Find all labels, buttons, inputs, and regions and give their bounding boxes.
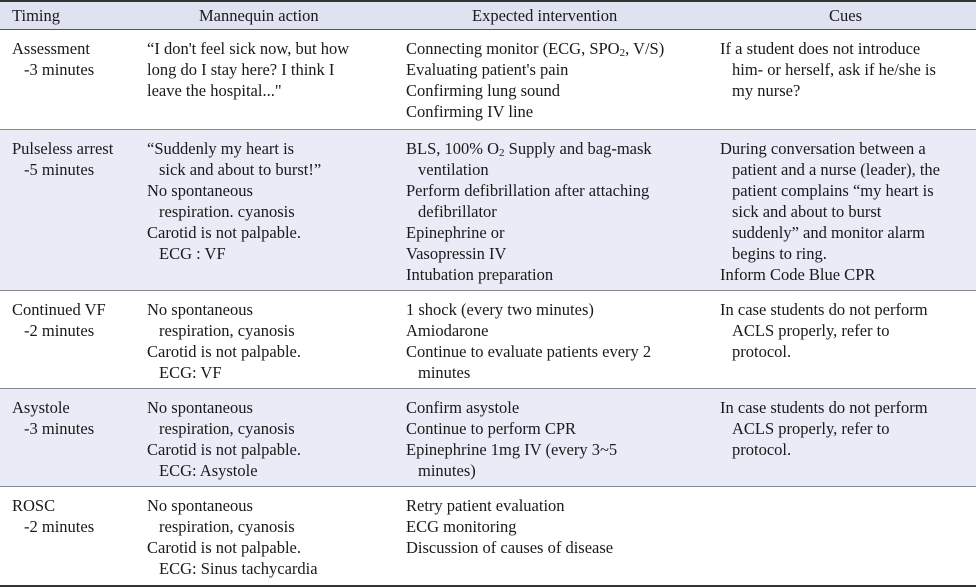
mannequin-cell: “I don't feel sick now, but how long do … [147,39,350,100]
table-header: Timing Mannequin action Expected interve… [0,0,976,30]
timing-cell: Asystole -3 minutes [12,398,95,438]
table-row: Assessment -3 minutes “I don't feel sick… [0,30,976,129]
mannequin-cell: No spontaneous respiration, cyanosis Car… [147,398,301,480]
mannequin-cell: “Suddenly my heart is sick and about to … [147,139,322,263]
table-row: Pulseless arrest -5 minutes “Suddenly my… [0,129,976,290]
timing-cell: ROSC -2 minutes [12,496,95,536]
cues-cell: In case students do not perform ACLS pro… [720,398,928,459]
header-mannequin-action: Mannequin action [199,6,319,25]
intervention-cell: Confirm asystole Continue to perform CPR… [406,398,618,480]
header-timing: Timing [12,6,61,25]
table-row: ROSC -2 minutes No spontaneous respirati… [0,486,976,585]
cues-cell: If a student does not introduce him- or … [720,39,936,100]
intervention-cell: Retry patient evaluation ECG monitoring … [406,496,614,557]
mannequin-cell: No spontaneous respiration, cyanosis Car… [147,496,318,578]
header-expected-intervention: Expected intervention [472,6,618,25]
cues-cell: During conversation between a patient an… [720,139,940,284]
intervention-cell: 1 shock (every two minutes) Amiodarone C… [406,300,652,382]
mannequin-cell: No spontaneous respiration, cyanosis Car… [147,300,301,382]
intervention-cell: Connecting monitor (ECG, SPO2, V/S) Eval… [406,39,665,121]
cues-cell: In case students do not perform ACLS pro… [720,300,928,361]
intervention-cell: BLS, 100% O2 Supply and bag-mask ventila… [406,139,652,284]
table-row: Asystole -3 minutes No spontaneous respi… [0,388,976,486]
timing-cell: Assessment -3 minutes [12,39,95,79]
table-row: Continued VF -2 minutes No spontaneous r… [0,290,976,388]
table-bottom-rule [0,585,976,587]
timing-cell: Pulseless arrest -5 minutes [12,139,114,179]
timing-cell: Continued VF -2 minutes [12,300,106,340]
header-cues: Cues [829,6,862,25]
